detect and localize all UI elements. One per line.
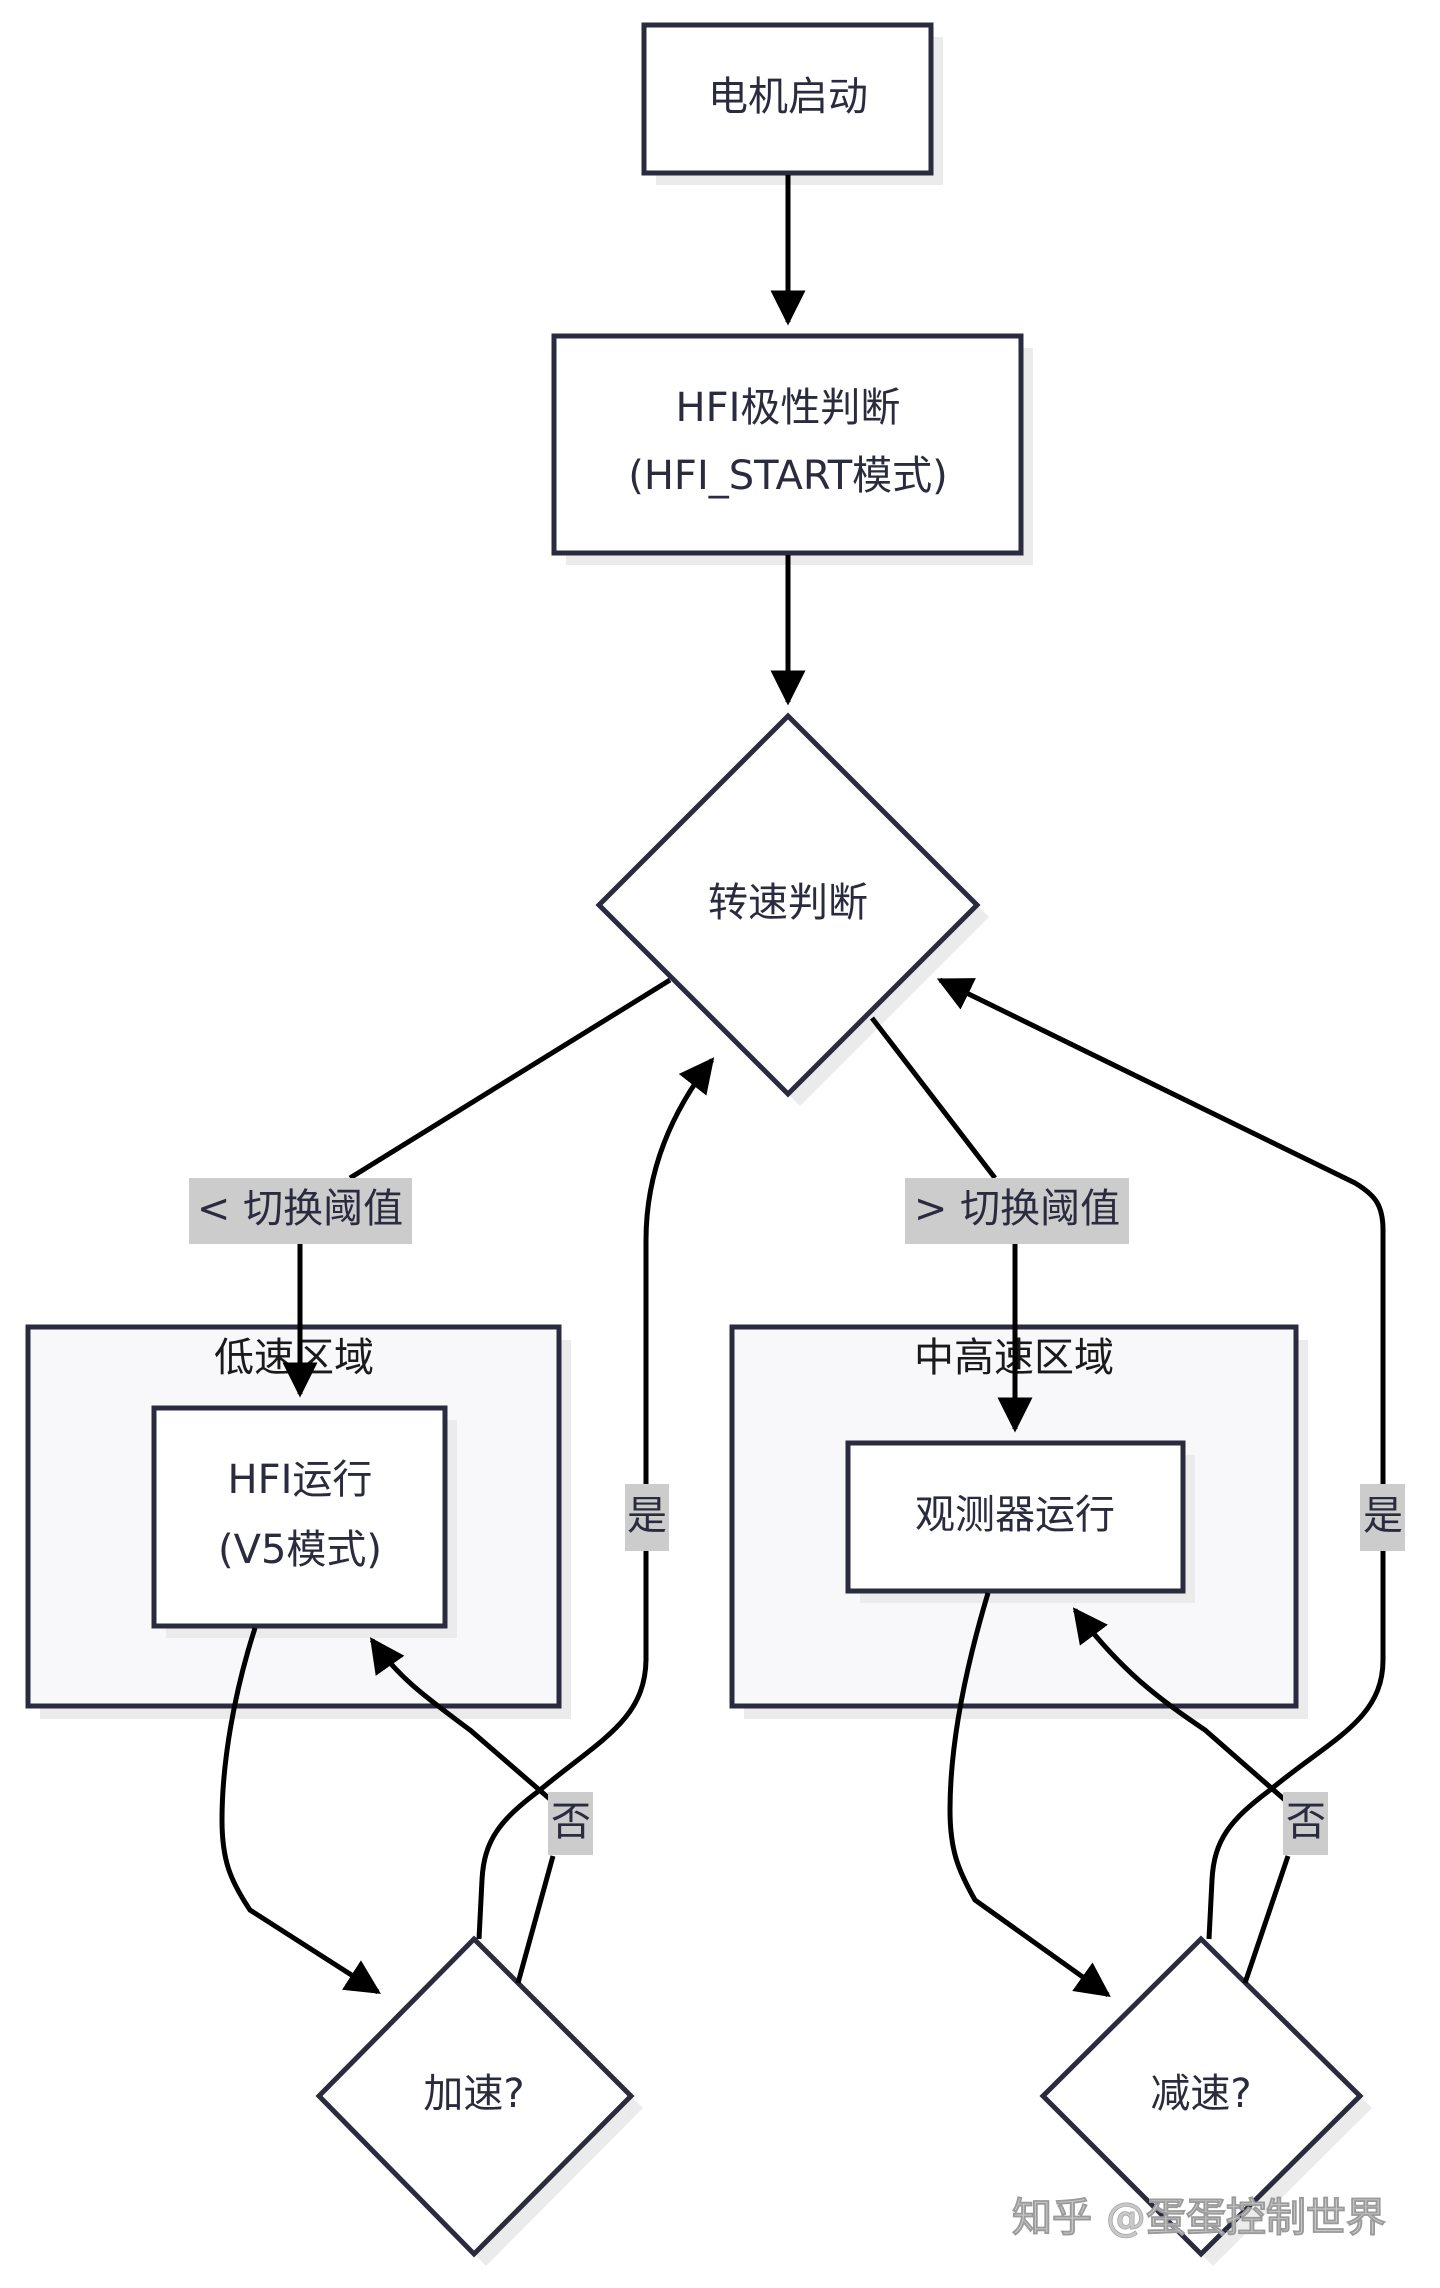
svg-text:> 切换阈值: > 切换阈值 <box>914 1186 1120 1232</box>
node-hfi-run[interactable]: HFI运行 (V5模式) <box>151 1405 457 1638</box>
edge-hfi-run-to-accelerate <box>219 1627 381 1995</box>
node-hfi-run-label-line1: HFI运行 <box>228 1457 373 1503</box>
node-observer-run[interactable]: 观测器运行 <box>845 1440 1195 1603</box>
node-accelerate[interactable]: 加速? <box>315 1935 643 2266</box>
svg-text:否: 否 <box>1286 1799 1326 1845</box>
edge-label-decel-yes: 是 <box>1360 1484 1405 1551</box>
svg-text:是: 是 <box>1363 1493 1403 1539</box>
edge-label-accel-no: 否 <box>548 1792 593 1855</box>
edge-label-below-threshold: < 切换阈值 <box>189 1178 412 1244</box>
edge-label-accel-yes: 是 <box>625 1484 669 1551</box>
edge-decelerate-yes-to-speed-check <box>936 977 1386 1940</box>
edge-label-decel-no: 否 <box>1283 1792 1328 1855</box>
node-motor-start-label: 电机启动 <box>708 74 868 120</box>
edge-label-above-threshold: > 切换阈值 <box>905 1178 1129 1244</box>
node-accelerate-label: 加速? <box>423 2071 524 2117</box>
edge-observer-run-to-decelerate <box>947 1592 1111 1998</box>
svg-text:否: 否 <box>551 1799 591 1845</box>
svg-text:< 切换阈值: < 切换阈值 <box>197 1186 403 1232</box>
node-hfi-polarity-label-line2: (HFI_START模式) <box>628 453 948 499</box>
node-observer-run-label: 观测器运行 <box>915 1492 1115 1538</box>
node-decelerate-label: 减速? <box>1150 2071 1251 2117</box>
edge-decelerate-no-to-observer-run <box>1075 1610 1291 1984</box>
edge-accelerate-no-to-hfi-run <box>372 1640 556 1984</box>
node-hfi-polarity-label-line1: HFI极性判断 <box>676 385 901 431</box>
edge-speed-check-to-hfi-run <box>300 977 672 1394</box>
edge-speed-check-to-observer-run <box>870 1016 1015 1429</box>
node-hfi-run-label-line2: (V5模式) <box>218 1527 382 1573</box>
svg-text:是: 是 <box>627 1493 667 1539</box>
node-speed-check-label: 转速判断 <box>708 880 868 926</box>
node-hfi-polarity[interactable]: HFI极性判断 (HFI_START模式) <box>551 333 1033 565</box>
node-speed-check[interactable]: 转速判断 <box>595 712 989 1106</box>
region-low-speed-label: 低速区域 <box>214 1335 374 1381</box>
node-decelerate[interactable]: 减速? <box>1039 1935 1372 2266</box>
watermark-text: 知乎 @蛋蛋控制世界 <box>1012 2195 1386 2241</box>
node-motor-start[interactable]: 电机启动 <box>641 22 943 185</box>
edge-accelerate-yes-to-speed-check <box>476 1057 715 1940</box>
